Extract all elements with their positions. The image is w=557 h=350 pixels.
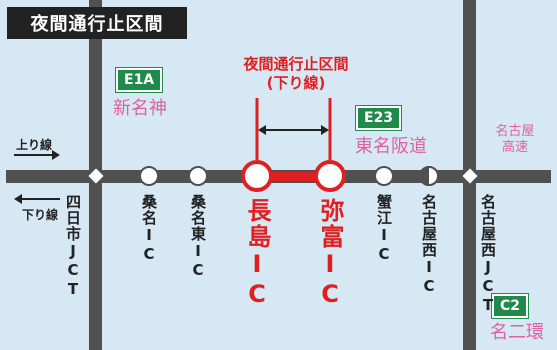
interchange-circle-icon	[374, 166, 394, 186]
node-label-kuwana-higashi-ic: 桑名東IC	[189, 194, 207, 280]
closed-segment	[263, 172, 325, 181]
junction-diamond-icon	[459, 165, 481, 187]
left-arrow-icon	[14, 194, 60, 204]
closure-label-line1: 夜間通行止区間	[243, 55, 349, 73]
route-badge-c2: C2	[492, 294, 529, 318]
interchange-circle-icon	[188, 166, 208, 186]
node-label-kanie-ic: 蟹江IC	[375, 194, 393, 264]
node-label-nagoya-nishi-jct: 名古屋西JCT	[479, 194, 497, 315]
interchange-circle-icon	[241, 160, 273, 192]
route-name-nagoya-expressway: 名古屋 高速	[495, 124, 535, 155]
route-badge-e1a: E1A	[116, 68, 163, 92]
page-title: 夜間通行止区間	[7, 7, 187, 39]
direction-down-label: 下り線	[22, 208, 59, 222]
node-label-kuwana-ic: 桑名IC	[140, 194, 158, 264]
node-label-yokkaichi-jct: 四日市JCT	[64, 194, 82, 299]
node-label-yatomi-ic: 弥富IC	[316, 198, 344, 310]
junction-diamond-icon	[85, 165, 107, 187]
closure-label: 夜間通行止区間 (下り線)	[228, 55, 364, 93]
node-label-nagoya-nishi-ic: 名古屋西IC	[420, 194, 438, 296]
route-name-shinmeishin: 新名神	[113, 98, 167, 119]
closure-bracket	[255, 98, 332, 160]
right-arrow-icon	[14, 150, 60, 160]
route-badge-e23: E23	[356, 106, 402, 130]
node-label-nagashima-ic: 長島IC	[243, 198, 271, 310]
direction-up-label: 上り線	[16, 138, 53, 152]
route-name-tomei-hanshin: 東名阪道	[355, 136, 427, 157]
closure-label-line2: (下り線)	[266, 74, 326, 92]
interchange-circle-icon	[139, 166, 159, 186]
half-interchange-icon	[419, 166, 439, 186]
interchange-circle-icon	[314, 160, 346, 192]
route-name-meiji-kan: 名二環	[490, 322, 544, 343]
